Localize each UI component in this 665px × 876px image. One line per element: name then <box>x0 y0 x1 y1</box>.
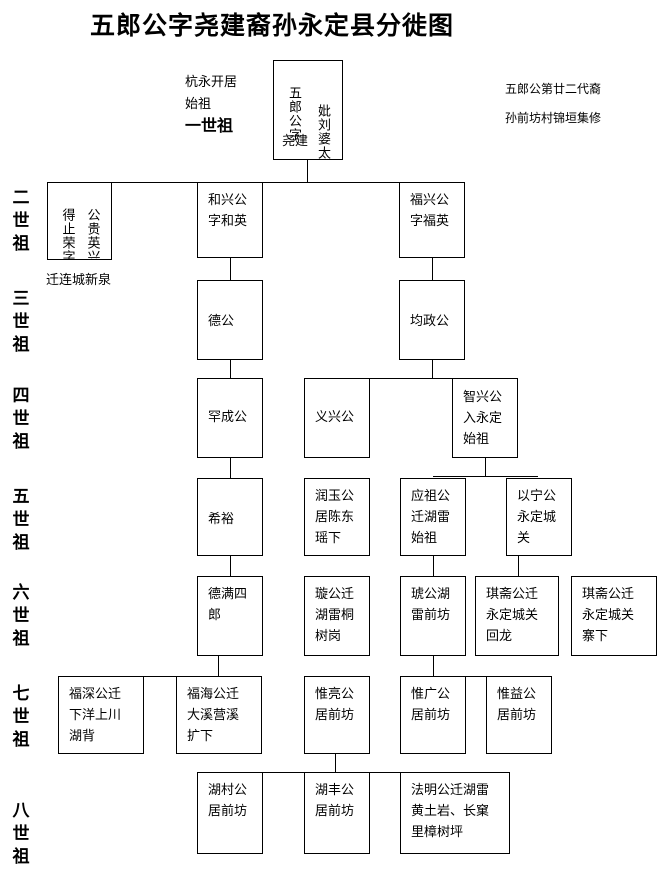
connector-line <box>367 378 485 379</box>
connector-line <box>335 754 336 772</box>
note-yishizu: 一世祖 <box>185 116 234 135</box>
generation-label-6: 六世祖 <box>12 583 30 649</box>
connector-line <box>433 476 538 477</box>
generation-label-5: 五世祖 <box>12 487 30 553</box>
node-weiyi[interactable]: 惟益公 居前坊 <box>486 676 552 754</box>
note-shizu: 始祖 <box>185 97 212 112</box>
connector-line <box>307 160 308 182</box>
node-hancheng[interactable]: 罕成公 <box>197 378 263 458</box>
node-yixing[interactable]: 义兴公 <box>304 378 370 458</box>
node-hexing[interactable]: 和兴公 字和英 <box>197 182 263 258</box>
node-hucun[interactable]: 湖村公 居前坊 <box>197 772 263 854</box>
node-deman[interactable]: 德满四 郎 <box>197 576 263 656</box>
node-wulang[interactable]: 妣刘婆太 五郎公字 尧建 <box>273 60 343 160</box>
node-hu[interactable]: 琥公湖 雷前坊 <box>400 576 466 656</box>
note-hangyong: 杭永开居 <box>185 75 238 90</box>
generation-label-3: 三世祖 <box>12 289 30 355</box>
generation-label-2: 二世祖 <box>12 188 30 254</box>
connector-line <box>432 258 433 280</box>
generation-label-4: 四世祖 <box>12 386 30 452</box>
node-qizhai-zhaixia[interactable]: 琪斋公迁 永定城关 寨下 <box>571 576 657 656</box>
node-xiyu[interactable]: 希裕 <box>197 478 263 556</box>
connector-line <box>518 556 519 576</box>
node-junzheng[interactable]: 均政公 <box>399 280 465 360</box>
node-yining[interactable]: 以宁公 永定城 关 <box>506 478 572 556</box>
node-fuhai[interactable]: 福海公迁 大溪营溪 扩下 <box>176 676 262 754</box>
note-compiler-2: 孙前坊村锦垣集修 <box>505 111 602 125</box>
node-faming[interactable]: 法明公迁湖雷 黄土岩、长窠 里樟树坪 <box>400 772 510 854</box>
note-compiler-1: 五郎公第廿二代裔 <box>505 82 602 96</box>
connector-line <box>218 656 219 676</box>
node-xuan[interactable]: 璇公迁 湖雷桐 树岗 <box>304 576 370 656</box>
node-runyu[interactable]: 润玉公 居陈东 瑶下 <box>304 478 370 556</box>
node-wulang-name: 五郎公字 <box>286 86 301 142</box>
node-wulang-courtesy: 尧建 <box>282 134 309 149</box>
node-fushen[interactable]: 福深公迁 下洋上川 湖背 <box>58 676 144 754</box>
connector-line <box>230 258 231 280</box>
connector-line <box>485 458 486 476</box>
connector-line <box>102 676 218 677</box>
connector-line <box>433 556 434 576</box>
note-qian-xinquan: 迁连城新泉 <box>46 273 112 288</box>
node-degong[interactable]: 德公 <box>197 280 263 360</box>
node-degui[interactable]: 公贵英兴 得止荣字 <box>47 182 112 260</box>
connector-line <box>230 458 231 478</box>
node-fuxing[interactable]: 福兴公 字福英 <box>399 182 465 258</box>
connector-line <box>230 556 231 576</box>
node-weiliang[interactable]: 惟亮公 居前坊 <box>304 676 370 754</box>
connector-line <box>230 360 231 378</box>
connector-line <box>433 656 434 676</box>
page-title: 五郎公字尧建裔孙永定县分徙图 <box>90 11 455 40</box>
node-wulang-spouse: 妣刘婆太 <box>315 104 330 160</box>
generation-label-7: 七世祖 <box>12 684 30 750</box>
node-zhixing[interactable]: 智兴公 入永定 始祖 <box>452 378 518 458</box>
node-weiguang[interactable]: 惟广公 居前坊 <box>400 676 466 754</box>
generation-label-8: 八世祖 <box>12 801 30 867</box>
node-yingzu[interactable]: 应祖公 迁湖雷 始祖 <box>400 478 466 556</box>
connector-line <box>433 676 519 677</box>
node-degui-courtesy: 得止荣字 <box>59 208 75 260</box>
node-qizhai-huilong[interactable]: 琪斋公迁 永定城关 回龙 <box>475 576 559 656</box>
connector-line <box>432 360 433 378</box>
node-hufeng[interactable]: 湖丰公 居前坊 <box>304 772 370 854</box>
node-degui-name: 公贵英兴 <box>84 208 100 260</box>
